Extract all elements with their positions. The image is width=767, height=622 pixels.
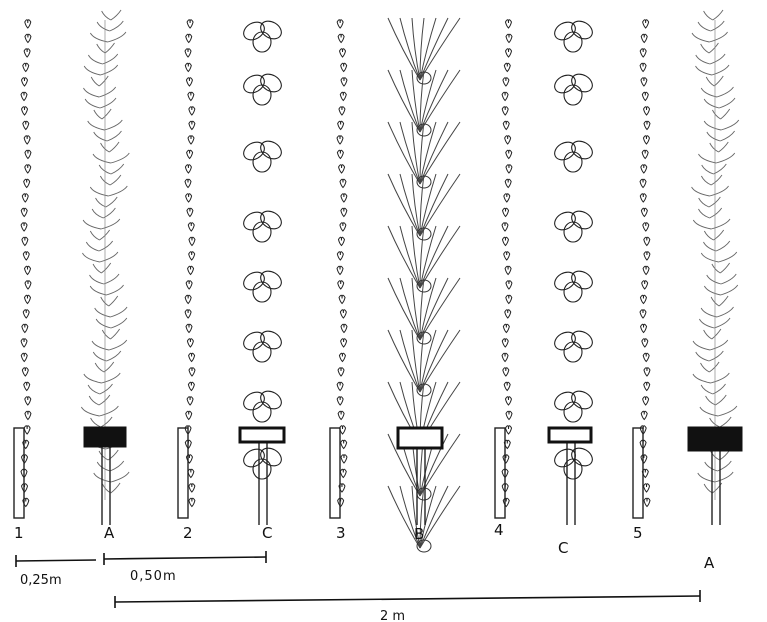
stake-9 (633, 428, 643, 518)
dim-line-small (16, 560, 96, 561)
dim-label-small: 0,25m (20, 573, 62, 588)
plant-row-5 (337, 20, 347, 507)
row-label-C2: C (558, 539, 568, 557)
row-label-A: A (104, 524, 115, 542)
row-label-5: 5 (633, 524, 643, 542)
row-label-2: 2 (183, 524, 193, 542)
plant-row-7 (502, 20, 512, 507)
stake-5 (330, 428, 340, 518)
plant-row-8 (551, 18, 595, 479)
plant-row-9 (640, 20, 650, 507)
dimension-lines (16, 551, 700, 608)
row-label-B: B (414, 525, 424, 543)
row-label-C: C (262, 524, 272, 542)
row-label-A2: A (704, 554, 715, 572)
plant-rows (21, 10, 740, 552)
plant-row-1 (21, 20, 31, 507)
row-markers (14, 428, 741, 525)
row-label-4: 4 (494, 521, 504, 539)
row-labels: 1 A 2 C 3 B 4 C 5 A (14, 521, 715, 572)
row-label-1: 1 (14, 524, 24, 542)
dim-label-total: 2 m (380, 609, 405, 622)
dim-label-large: 0,50m (130, 569, 177, 584)
row-label-3: 3 (336, 524, 346, 542)
dim-line-total (115, 596, 700, 602)
stake-7 (495, 428, 505, 518)
plant-row-6 (388, 18, 460, 552)
stake-1 (14, 428, 24, 518)
dim-line-large (104, 557, 266, 559)
plant-row-4 (240, 18, 284, 479)
plant-row-3 (185, 20, 195, 507)
